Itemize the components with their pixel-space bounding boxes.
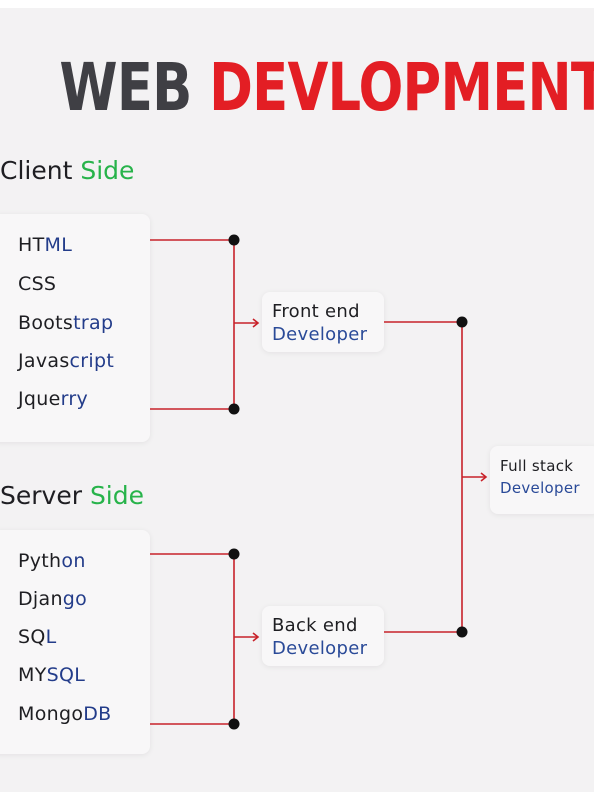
server-item-mysql: MYSQL: [18, 664, 86, 686]
backend-label: Back end Developer: [272, 615, 368, 659]
client-tech-card: [0, 214, 150, 442]
top-band: [0, 0, 594, 8]
node-dot: [228, 548, 240, 560]
client-item-html: HTML: [18, 234, 73, 256]
server-item-sql: SQL: [18, 626, 57, 648]
client-item-css: CSS: [18, 273, 57, 295]
fullstack-bracket-line: [384, 321, 463, 633]
frontend-box: [262, 292, 384, 352]
node-dot: [456, 316, 468, 328]
title-word-web: WEB: [59, 49, 192, 126]
client-bracket-line: [150, 239, 235, 410]
server-side-heading: Server Side: [0, 481, 144, 510]
page-title: WEB DEVLOPMENT: [59, 49, 594, 126]
server-item-mongodb: MongoDB: [18, 703, 112, 725]
server-item-django: Django: [18, 588, 88, 610]
client-arrow-head: [252, 318, 260, 328]
client-heading-accent: Side: [80, 156, 135, 185]
client-side-heading: Client Side: [0, 156, 134, 185]
server-bracket-line: [150, 553, 235, 725]
client-item-jquerry: Jquerry: [18, 388, 89, 410]
client-item-javascript: Javascript: [18, 350, 115, 372]
node-dot: [228, 718, 240, 730]
client-heading-main: Client: [0, 156, 73, 185]
node-dot: [228, 234, 240, 246]
server-heading-accent: Side: [89, 481, 145, 510]
title-word-devlopment: DEVLOPMENT: [209, 49, 594, 126]
fullstack-arrow-head: [480, 472, 488, 482]
server-heading-main: Server: [0, 481, 82, 510]
frontend-label: Front end Developer: [272, 301, 368, 345]
fullstack-box: [490, 446, 594, 514]
node-dot: [228, 403, 240, 415]
server-arrow-head: [252, 632, 260, 642]
server-tech-card: [0, 530, 150, 754]
node-dot: [456, 626, 468, 638]
backend-box: [262, 606, 384, 666]
server-item-python: Python: [18, 550, 86, 572]
fullstack-label: Full stack Developer: [500, 457, 580, 497]
client-item-bootstrap: Bootstrap: [18, 312, 114, 334]
